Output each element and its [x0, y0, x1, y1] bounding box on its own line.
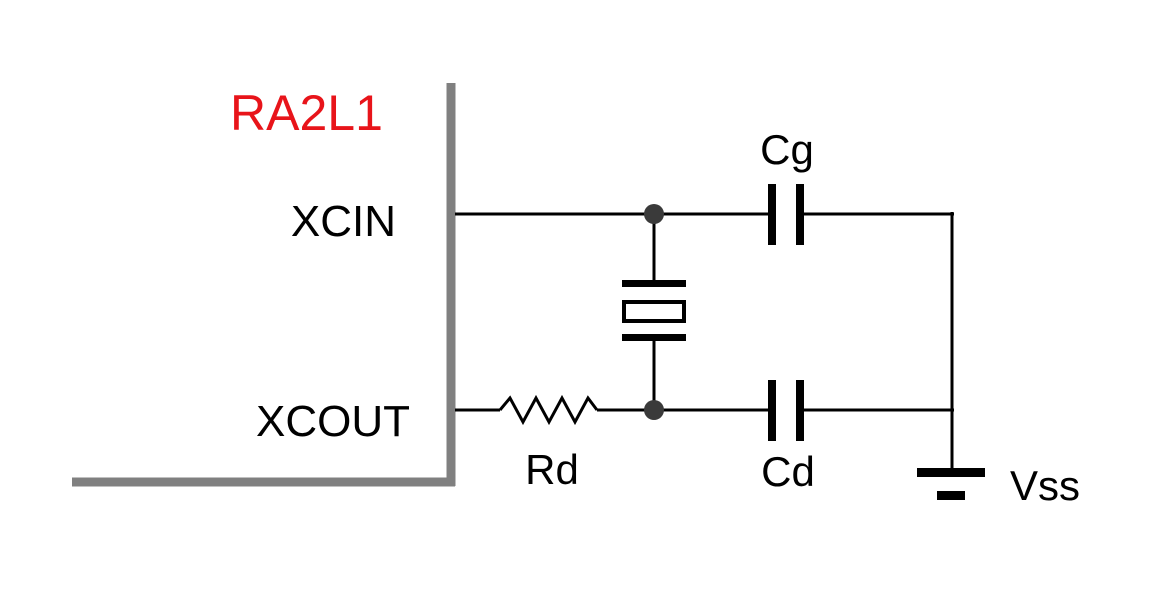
junction-node-top — [644, 204, 664, 224]
pin-label-xcout: XCOUT — [256, 397, 410, 446]
capacitor-cg-label: Cg — [760, 126, 814, 173]
capacitor-cg — [768, 184, 804, 245]
crystal-resonator — [622, 280, 686, 341]
ground-icon — [917, 468, 985, 500]
chip-name: RA2L1 — [230, 85, 383, 141]
pin-label-xcin: XCIN — [291, 197, 396, 246]
junction-node-bottom — [644, 400, 664, 420]
resistor-rd-label: Rd — [525, 446, 579, 493]
resistor-rd — [498, 394, 599, 426]
chip-outline — [72, 83, 456, 487]
ground-label: Vss — [1010, 462, 1080, 509]
capacitor-cd-label: Cd — [761, 448, 815, 495]
capacitor-cd — [768, 380, 804, 441]
